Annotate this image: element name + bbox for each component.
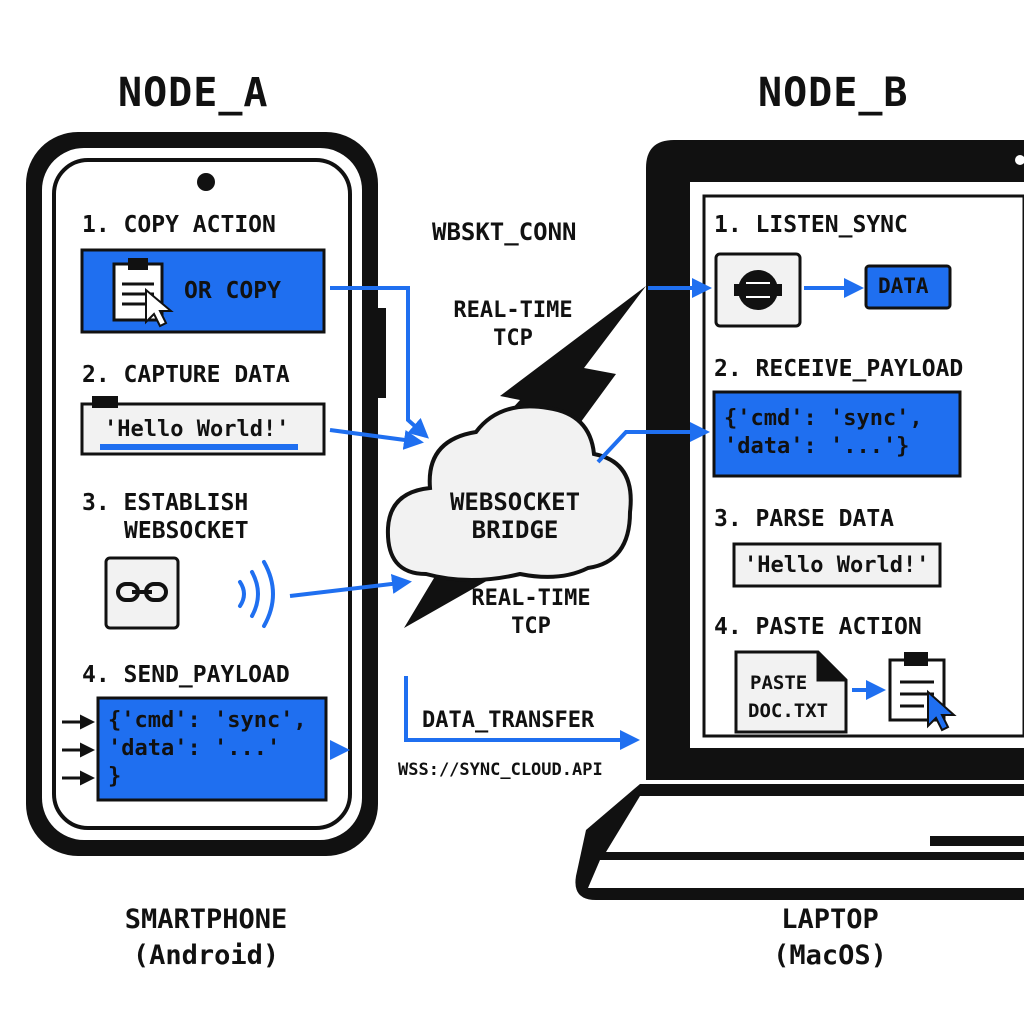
laptop-step-2: 2. RECEIVE_PAYLOAD — [714, 356, 964, 382]
cloud-label-line2: BRIDGE — [471, 516, 559, 544]
side-button — [376, 308, 386, 398]
copy-button-label: OR COPY — [184, 278, 281, 304]
node-b-caption-line2: (MacOS) — [773, 940, 887, 971]
realtime-tcp-1-line1: REAL-TIME — [453, 298, 573, 323]
received-code-line1: {'cmd': 'sync', — [724, 406, 923, 431]
link-icon — [104, 556, 180, 630]
connection-arrows — [289, 278, 712, 760]
send-payload-box — [96, 696, 328, 802]
receive-payload-box — [712, 390, 962, 478]
received-code-line2: 'data': '...'} — [724, 434, 910, 459]
phone-step-4: 4. SEND_PAYLOAD — [82, 662, 290, 688]
document-icon — [734, 650, 848, 734]
connection-label: WBSKT_CONN — [432, 218, 577, 246]
camera-icon — [197, 173, 215, 191]
phone-step-3-line2: WEBSOCKET — [124, 518, 249, 544]
clip-tab-icon — [92, 396, 118, 408]
phone-step-1: 1. COPY ACTION — [82, 212, 276, 238]
cloud-label-line1: WEBSOCKET — [449, 488, 581, 516]
cursor-blue-icon — [927, 689, 957, 732]
node-a-caption-line1: SMARTPHONE — [124, 904, 288, 935]
laptop-step-4: 4. PASTE ACTION — [714, 614, 922, 640]
realtime-tcp-2-line1: REAL-TIME — [471, 586, 591, 611]
cursor-icon — [145, 287, 174, 328]
captured-text: 'Hello World!' — [104, 417, 290, 442]
sync-node-icon — [714, 252, 802, 328]
data-tag-label: DATA — [878, 274, 929, 298]
payload-code-line2: 'data': '...' — [108, 736, 281, 761]
node-b-caption-line1: LAPTOP — [781, 904, 879, 935]
data-tag-box — [864, 264, 952, 310]
parsed-text: 'Hello World!' — [744, 553, 930, 578]
payload-code-line1: {'cmd': 'sync', — [108, 708, 307, 733]
doc-label-line1: PASTE — [750, 672, 808, 694]
signal-waves-icon — [238, 560, 275, 628]
realtime-tcp-2-line2: TCP — [511, 614, 551, 639]
node-a-caption-line2: (Android) — [132, 940, 280, 971]
laptop-step-3: 3. PARSE DATA — [714, 506, 895, 532]
phone-step-3-line1: 3. ESTABLISH — [82, 490, 249, 516]
phone-step-2: 2. CAPTURE DATA — [82, 362, 290, 388]
node-a-title: NODE_A — [118, 70, 269, 116]
realtime-tcp-1-line2: TCP — [493, 326, 533, 351]
laptop-step-1: 1. LISTEN_SYNC — [714, 212, 908, 238]
parse-data-box — [732, 542, 942, 588]
websocket-url: WSS://SYNC_CLOUD.API — [398, 760, 603, 780]
data-transfer-label: DATA_TRANSFER — [422, 708, 595, 733]
doc-label-line2: DOC.TXT — [748, 700, 829, 722]
node-b-title: NODE_B — [758, 70, 909, 116]
input-arrows — [62, 714, 95, 786]
cloud-icon — [385, 404, 633, 582]
payload-code-line3: } — [108, 764, 122, 789]
